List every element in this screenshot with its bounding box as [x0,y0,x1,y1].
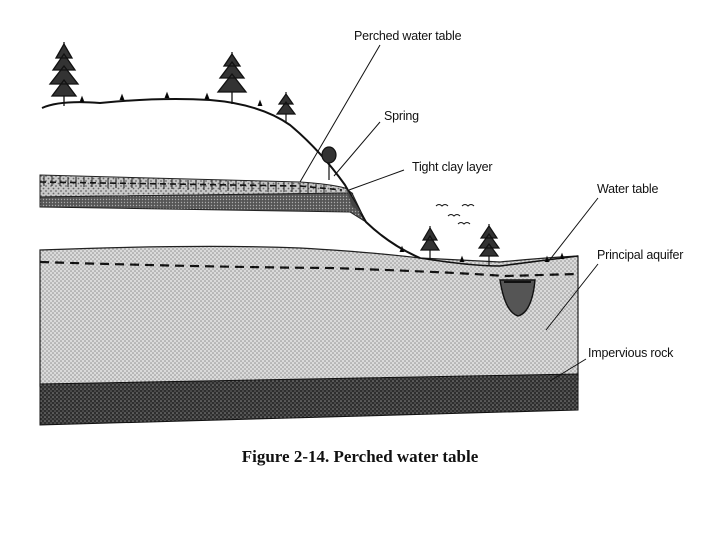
leader-spring [333,121,381,177]
leader-principal-aquifer [545,263,599,331]
leader-tight-clay-layer [348,169,405,191]
leader-water-table [547,197,599,263]
leader-perched-water-table [299,44,381,183]
label-principal-aquifer: Principal aquifer [597,248,684,262]
figure-caption: Figure 2-14. Perched water table [241,447,479,466]
tree-hilltop [216,52,248,104]
label-impervious-rock: Impervious rock [588,346,674,360]
label-water-table: Water table [597,182,659,196]
principal-aquifer-region [39,245,579,387]
spring-seep [346,188,362,214]
callout-leaders [299,44,599,382]
leader-impervious-rock [549,358,587,382]
tree-valley-1 [419,226,441,260]
ground-surface-line [41,98,421,259]
impervious-rock-layer [39,373,579,426]
tree-near-spring [321,146,337,180]
birds [435,204,475,225]
label-perched-water-table: Perched water table [354,29,462,43]
perched-water-table-line [39,181,343,191]
label-spring: Spring [384,109,419,123]
tree-valley-2 [477,224,501,266]
ground-surface-line-right [419,255,579,267]
grass-tufts [79,91,565,263]
principal-water-table-line [39,260,579,278]
tight-clay-layer [39,192,368,224]
label-tight-clay-layer: Tight clay layer [412,160,493,174]
tree-left [48,42,80,106]
perched-layer-hatching [43,176,325,193]
stream-channel [499,279,536,317]
tree-slope [275,92,297,122]
